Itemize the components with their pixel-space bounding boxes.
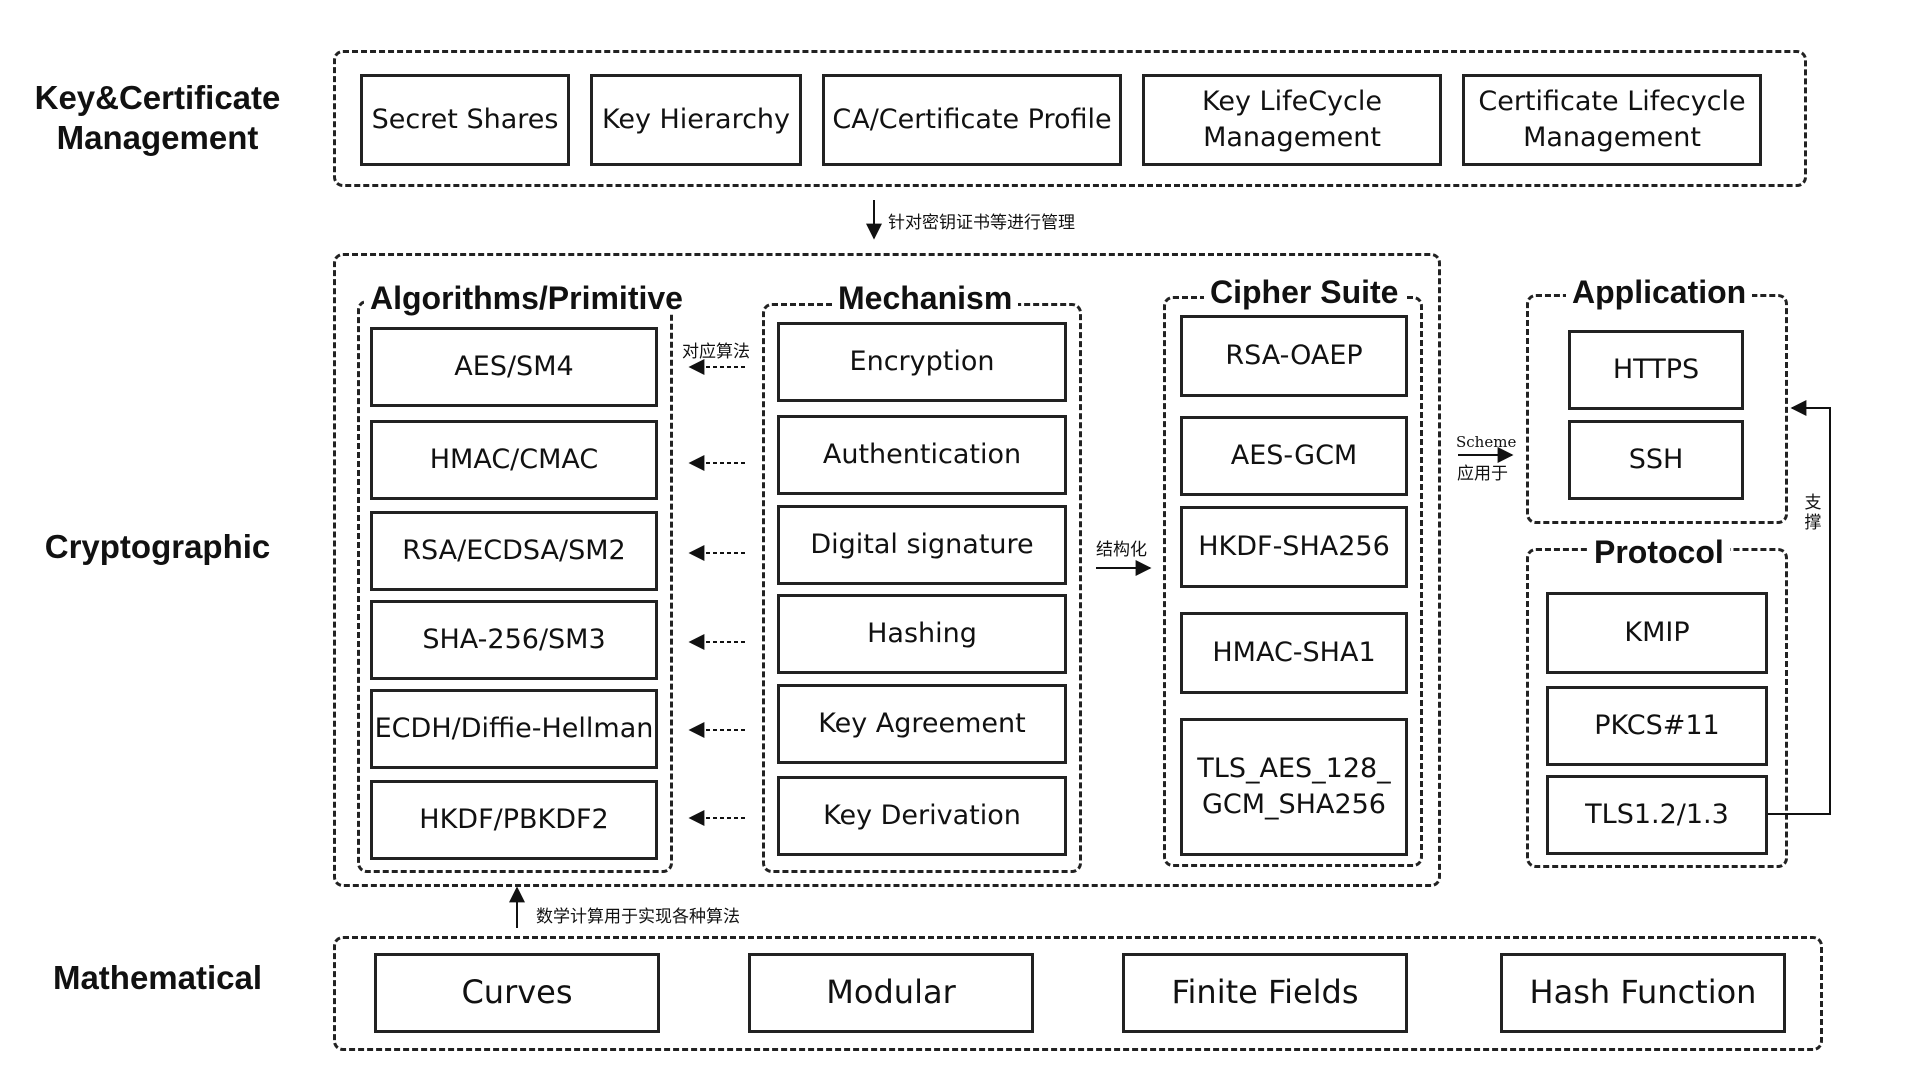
algorithm-box: AES/SM4 (370, 327, 658, 407)
corresponding-algorithm-note: 对应算法 (682, 342, 750, 362)
scheme-note-bottom: 应用于 (1457, 464, 1508, 484)
math-impl-note: 数学计算用于实现各种算法 (536, 907, 740, 927)
key-hierarchy-box: Key Hierarchy (590, 74, 802, 166)
mechanism-box: Encryption (777, 322, 1067, 402)
certificate-lifecycle-management-box: Certificate Lifecycle Management (1462, 74, 1762, 166)
mechanism-box: Digital signature (777, 505, 1067, 585)
application-box: HTTPS (1568, 330, 1744, 410)
cipher-suite-title: Cipher Suite (1204, 276, 1405, 308)
algorithm-box: HMAC/CMAC (370, 420, 658, 500)
layer-label-key-management: Key&Certificate Management (34, 79, 281, 156)
algorithm-box: HKDF/PBKDF2 (370, 780, 658, 860)
math-box: Curves (374, 953, 660, 1033)
cipher-suite-box: RSA-OAEP (1180, 315, 1408, 397)
cipher-suite-box: TLS_AES_128_ GCM_SHA256 (1180, 718, 1408, 856)
cryptographic-layer (333, 253, 1441, 887)
protocol-box: PKCS#11 (1546, 686, 1768, 766)
algorithm-box: SHA-256/SM3 (370, 600, 658, 680)
protocol-box: KMIP (1546, 592, 1768, 674)
scheme-note-top: Scheme (1456, 433, 1517, 451)
key-lifecycle-management-box: Key LifeCycle Management (1142, 74, 1442, 166)
application-box: SSH (1568, 420, 1744, 500)
key-management-layer (333, 50, 1807, 187)
cipher-suite-box: HMAC-SHA1 (1180, 612, 1408, 694)
math-box: Finite Fields (1122, 953, 1408, 1033)
support-connector (1768, 400, 1831, 815)
ca-certificate-profile-box: CA/Certificate Profile (822, 74, 1122, 166)
protocol-box: TLS1.2/1.3 (1546, 775, 1768, 855)
math-box: Modular (748, 953, 1034, 1033)
mechanism-box: Key Derivation (777, 776, 1067, 856)
structure-note: 结构化 (1096, 540, 1147, 560)
algorithms-title: Algorithms/Primitive (364, 282, 689, 314)
application-title: Application (1566, 276, 1753, 308)
layer-label-mathematical: Mathematical (52, 959, 263, 996)
mechanism-box: Authentication (777, 415, 1067, 495)
mechanism-title: Mechanism (832, 282, 1019, 314)
mathematical-layer (333, 936, 1823, 1051)
support-note: 支撑 (1804, 493, 1822, 533)
math-box: Hash Function (1500, 953, 1786, 1033)
mechanism-box: Key Agreement (777, 684, 1067, 764)
algorithm-box: RSA/ECDSA/SM2 (370, 511, 658, 591)
secret-shares-box: Secret Shares (360, 74, 570, 166)
cipher-suite-box: HKDF-SHA256 (1180, 506, 1408, 588)
protocol-title: Protocol (1588, 536, 1730, 568)
layer-label-cryptographic: Cryptographic (44, 528, 271, 565)
manage-note: 针对密钥证书等进行管理 (888, 213, 1075, 233)
cipher-suite-box: AES-GCM (1180, 416, 1408, 496)
mechanism-box: Hashing (777, 594, 1067, 674)
algorithm-box: ECDH/Diffie-Hellman (370, 689, 658, 769)
